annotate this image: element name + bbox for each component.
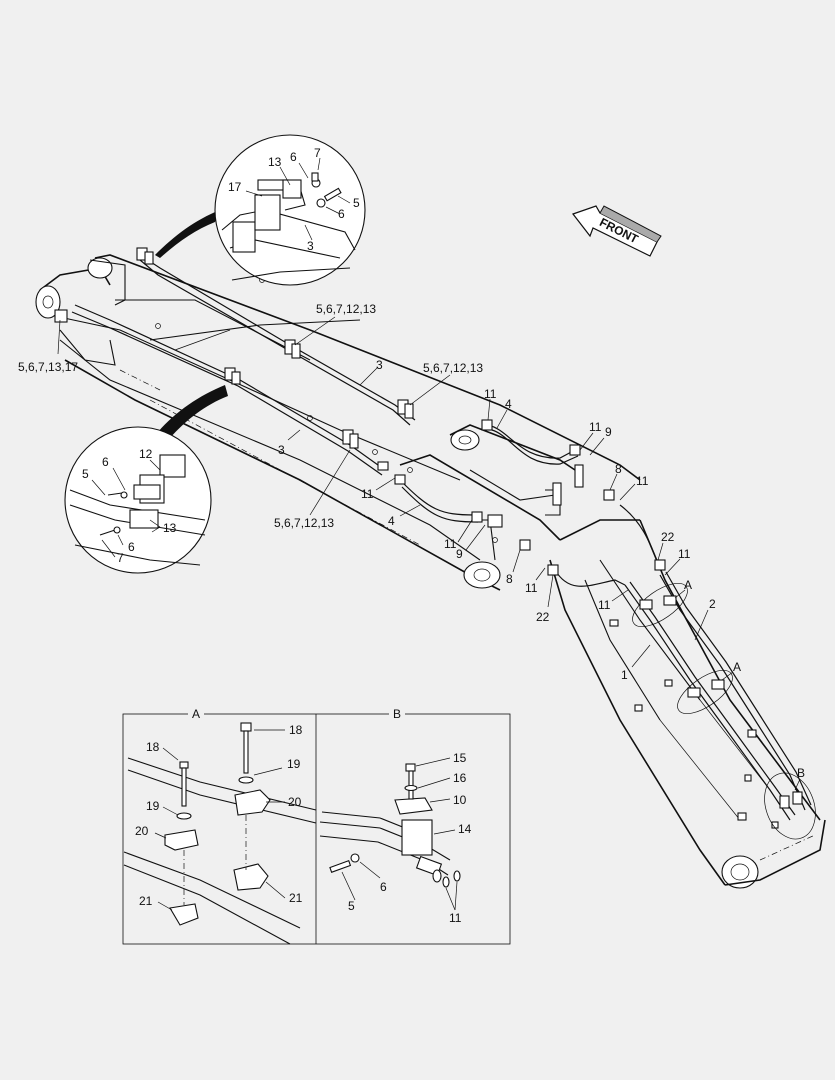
callout-A-a: A xyxy=(684,578,692,592)
detail-circle-left: 12 6 5 13 6 7 xyxy=(64,385,228,574)
callout-11-h: 11 xyxy=(598,598,611,612)
callout-8-a: 8 xyxy=(615,462,622,476)
callout-5-6-7-13-17: 5,6,7,13,17 xyxy=(18,360,78,374)
label-19b-inset-a: 19 xyxy=(287,757,301,771)
callout-A-b: A xyxy=(733,660,741,674)
label-6b-detail-left: 6 xyxy=(128,540,135,554)
label-7-detail-left: 7 xyxy=(117,551,124,565)
detail-circle-top: 13 6 7 17 5 6 3 xyxy=(155,134,366,286)
callout-3-low: 3 xyxy=(278,443,285,457)
front-direction-arrow: FRONT xyxy=(572,205,662,257)
callout-11-e: 11 xyxy=(444,537,457,551)
label-21b-inset-a: 21 xyxy=(289,891,303,905)
main-callouts: 5,6,7,13,17 5,6,7,12,13 5,6,7,12,13 5,6,… xyxy=(18,302,805,791)
callout-9-a: 9 xyxy=(605,425,612,439)
callout-9-b: 9 xyxy=(456,547,463,561)
label-19a-inset-a: 19 xyxy=(146,799,160,813)
inset-title-a: A xyxy=(192,707,200,721)
callout-3-top: 3 xyxy=(376,358,383,372)
callout-11-f: 11 xyxy=(525,581,538,595)
callout-5-6-7-12-13-mid: 5,6,7,12,13 xyxy=(423,361,483,375)
clamps-and-fittings xyxy=(54,247,816,840)
callout-11-b: 11 xyxy=(589,420,602,434)
callout-22-b: 22 xyxy=(536,610,550,624)
label-3-detail-top: 3 xyxy=(307,239,314,253)
label-6a-detail-top: 6 xyxy=(290,150,297,164)
callout-4-b: 4 xyxy=(388,514,395,528)
callout-1: 1 xyxy=(621,668,628,682)
label-7-detail-top: 7 xyxy=(314,146,321,160)
label-15-inset-b: 15 xyxy=(453,751,467,765)
label-5-detail-top: 5 xyxy=(353,196,360,210)
callout-22-a: 22 xyxy=(661,530,675,544)
label-6b-detail-top: 6 xyxy=(338,207,345,221)
callout-5-6-7-12-13-top: 5,6,7,12,13 xyxy=(316,302,376,316)
label-6-inset-b: 6 xyxy=(380,880,387,894)
label-11-inset-b: 11 xyxy=(449,911,462,925)
label-14-inset-b: 14 xyxy=(458,822,472,836)
label-13-detail-top: 13 xyxy=(268,155,282,169)
callout-2: 2 xyxy=(709,597,716,611)
label-13-detail-left: 13 xyxy=(163,521,177,535)
label-16-inset-b: 16 xyxy=(453,771,467,785)
inset-panel-a: 18 18 19 19 20 20 21 21 xyxy=(123,722,317,945)
callout-11-g: 11 xyxy=(678,547,691,561)
hydraulic-lines xyxy=(71,254,812,821)
detail-inset-box: A B 18 xyxy=(122,707,511,945)
label-17-detail-top: 17 xyxy=(228,180,242,194)
label-10-inset-b: 10 xyxy=(453,793,467,807)
callout-8-b: 8 xyxy=(506,572,513,586)
callout-4-a: 4 xyxy=(505,397,512,411)
label-21a-inset-a: 21 xyxy=(139,894,153,908)
label-12-detail-left: 12 xyxy=(139,447,153,461)
label-20a-inset-a: 20 xyxy=(135,824,149,838)
inset-title-b: B xyxy=(393,707,401,721)
label-18b-inset-a: 18 xyxy=(289,723,303,737)
label-18a-inset-a: 18 xyxy=(146,740,160,754)
callout-5-6-7-12-13-low: 5,6,7,12,13 xyxy=(274,516,334,530)
label-20b-inset-a: 20 xyxy=(288,795,302,809)
label-6-detail-left: 6 xyxy=(102,455,109,469)
inset-panel-b: 15 16 10 14 6 5 11 xyxy=(319,751,472,925)
callout-11-a: 11 xyxy=(484,387,497,401)
callout-B: B xyxy=(797,766,805,780)
label-5-inset-b: 5 xyxy=(348,899,355,913)
callout-11-d: 11 xyxy=(361,487,374,501)
label-5-detail-left: 5 xyxy=(82,467,89,481)
callout-11-c: 11 xyxy=(636,474,649,488)
